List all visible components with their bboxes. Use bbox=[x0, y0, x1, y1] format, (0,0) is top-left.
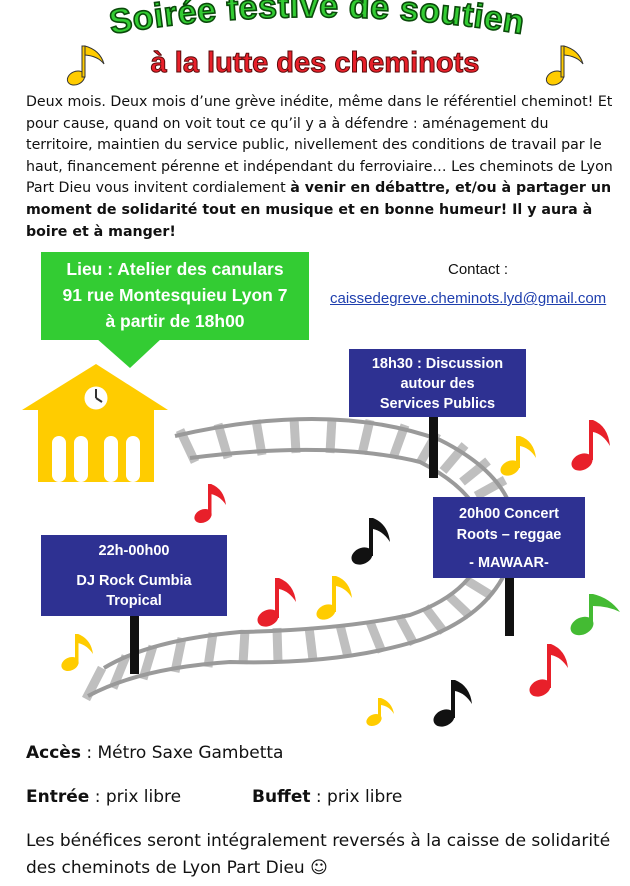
contact-label: Contact : bbox=[448, 261, 509, 278]
concert-genre: Roots – reggae bbox=[456, 527, 562, 543]
music-note-icon bbox=[366, 698, 394, 727]
title-banner: Soirée festive de soutien à la lutte des… bbox=[66, 0, 584, 86]
venue-time: à partir de 18h00 bbox=[105, 311, 245, 331]
buffet-info: Buffet : prix libre bbox=[252, 787, 402, 807]
buffet-value: : prix libre bbox=[310, 787, 403, 807]
music-note-icon bbox=[570, 594, 620, 636]
discussion-line2: autour des bbox=[400, 376, 475, 392]
music-note-icon bbox=[61, 634, 93, 672]
dj-line2: DJ Rock Cumbia bbox=[76, 573, 192, 589]
entry-label: Entrée bbox=[26, 787, 90, 807]
dj-line3: Tropical bbox=[106, 593, 162, 609]
discussion-line3: Services Publics bbox=[379, 396, 496, 412]
music-note-icon bbox=[351, 518, 390, 565]
sign-post bbox=[130, 614, 139, 674]
intro-paragraph: Deux mois. Deux mois d’une grève inédite… bbox=[26, 92, 618, 243]
lieu-bubble-tail bbox=[96, 338, 162, 368]
music-note-icon bbox=[433, 680, 472, 727]
music-note-icon bbox=[66, 45, 105, 86]
dj-sign: 22h-00h00 DJ Rock Cumbia Tropical bbox=[41, 535, 227, 616]
train-station-icon bbox=[22, 364, 168, 482]
entry-value: : prix libre bbox=[89, 787, 182, 807]
sign-post bbox=[429, 416, 438, 478]
intro-bold-text: à venir en débattre, et/ou à partager un… bbox=[26, 180, 612, 240]
music-note-icon bbox=[257, 578, 296, 627]
music-note-icon bbox=[316, 576, 352, 620]
discussion-sign: 18h30 : Discussion autour des Services P… bbox=[349, 349, 526, 417]
music-note-icon bbox=[571, 420, 610, 471]
entry-info: Entrée : prix libre bbox=[26, 787, 181, 807]
concert-time: 20h00 Concert bbox=[459, 506, 559, 522]
venue-box: Lieu : Atelier des canulars 91 rue Monte… bbox=[41, 252, 309, 340]
venue-name: Lieu : Atelier des canulars bbox=[66, 259, 284, 279]
access-value: : Métro Saxe Gambetta bbox=[80, 743, 284, 763]
access-label: Accès bbox=[26, 743, 81, 763]
buffet-label: Buffet bbox=[252, 787, 311, 807]
music-note-icon bbox=[194, 484, 226, 524]
concert-band: - MAWAAR- bbox=[469, 555, 549, 571]
benefits-note: Les bénéfices seront intégralement rever… bbox=[26, 831, 611, 878]
intro-text: Deux mois. Deux mois d’une grève inédite… bbox=[26, 94, 613, 197]
music-note-icon bbox=[529, 644, 568, 697]
discussion-time: 18h30 : Discussion bbox=[371, 356, 504, 372]
music-note-icon bbox=[500, 436, 536, 476]
contact-email-link[interactable]: caissedegreve.cheminots.lyd@gmail.com bbox=[330, 290, 607, 307]
venue-address: 91 rue Montesquieu Lyon 7 bbox=[62, 285, 288, 305]
sign-post bbox=[505, 578, 514, 636]
title-line2: à la lutte des cheminots bbox=[151, 47, 480, 79]
dj-time: 22h-00h00 bbox=[98, 543, 170, 559]
concert-sign: 20h00 Concert Roots – reggae - MAWAAR- bbox=[433, 497, 585, 578]
access-info: Accès : Métro Saxe Gambetta bbox=[26, 743, 283, 763]
music-note-icon bbox=[545, 45, 584, 86]
